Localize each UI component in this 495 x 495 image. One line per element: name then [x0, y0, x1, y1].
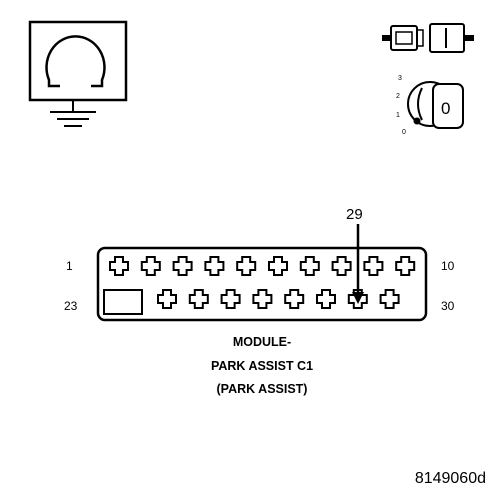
top-pin-cavity-3	[172, 256, 193, 276]
top-pin-cavity-7	[299, 256, 320, 276]
bottom-pin-cavity-5	[284, 289, 305, 309]
caption-line-3: (PARK ASSIST)	[217, 382, 308, 396]
connector-key-block	[103, 289, 143, 315]
top-pin-cavity-9	[363, 256, 384, 276]
top-pin-cavity-10	[395, 256, 416, 276]
caption-line-2: PARK ASSIST C1	[211, 359, 313, 373]
connector-c1	[96, 246, 428, 322]
ignition-pos-0: 0	[402, 129, 406, 136]
ohmmeter-icon	[28, 20, 128, 127]
ignition-pos-2: 2	[396, 93, 400, 100]
pin-label-30: 30	[441, 299, 455, 313]
pin-label-1: 1	[66, 259, 73, 273]
pin-29-callout: 29	[346, 206, 364, 304]
pins-top-row	[109, 256, 416, 276]
top-pin-cavity-1	[109, 256, 129, 276]
top-pin-cavity-5	[236, 256, 257, 276]
pins-bottom-row	[157, 289, 400, 309]
ignition-pos-3: 3	[398, 75, 402, 82]
bottom-pin-cavity-4	[252, 289, 273, 309]
bottom-pin-cavity-2	[188, 289, 209, 309]
bottom-pin-cavity-3	[220, 289, 241, 309]
pin-label-10: 10	[441, 259, 455, 273]
pin-label-23: 23	[64, 299, 78, 313]
caption-line-1: MODULE-	[233, 335, 291, 349]
top-pin-cavity-2	[140, 256, 161, 276]
top-pin-cavity-4	[204, 256, 225, 276]
bottom-pin-cavity-8	[379, 289, 400, 309]
top-pin-cavity-6	[268, 256, 288, 276]
top-pin-cavity-8	[331, 256, 352, 276]
disconnected-connector-icon	[382, 23, 474, 53]
bottom-pin-cavity-6	[316, 289, 336, 309]
ignition-pos-1: 1	[396, 112, 400, 119]
figure-id: 8149060d	[415, 470, 486, 487]
bottom-pin-cavity-1	[157, 289, 177, 309]
callout-label: 29	[346, 206, 363, 223]
ignition-key-off-icon: 3 2 1 0 0	[396, 75, 464, 136]
ignition-key-label: 0	[441, 99, 450, 118]
connector-housing	[96, 246, 428, 322]
